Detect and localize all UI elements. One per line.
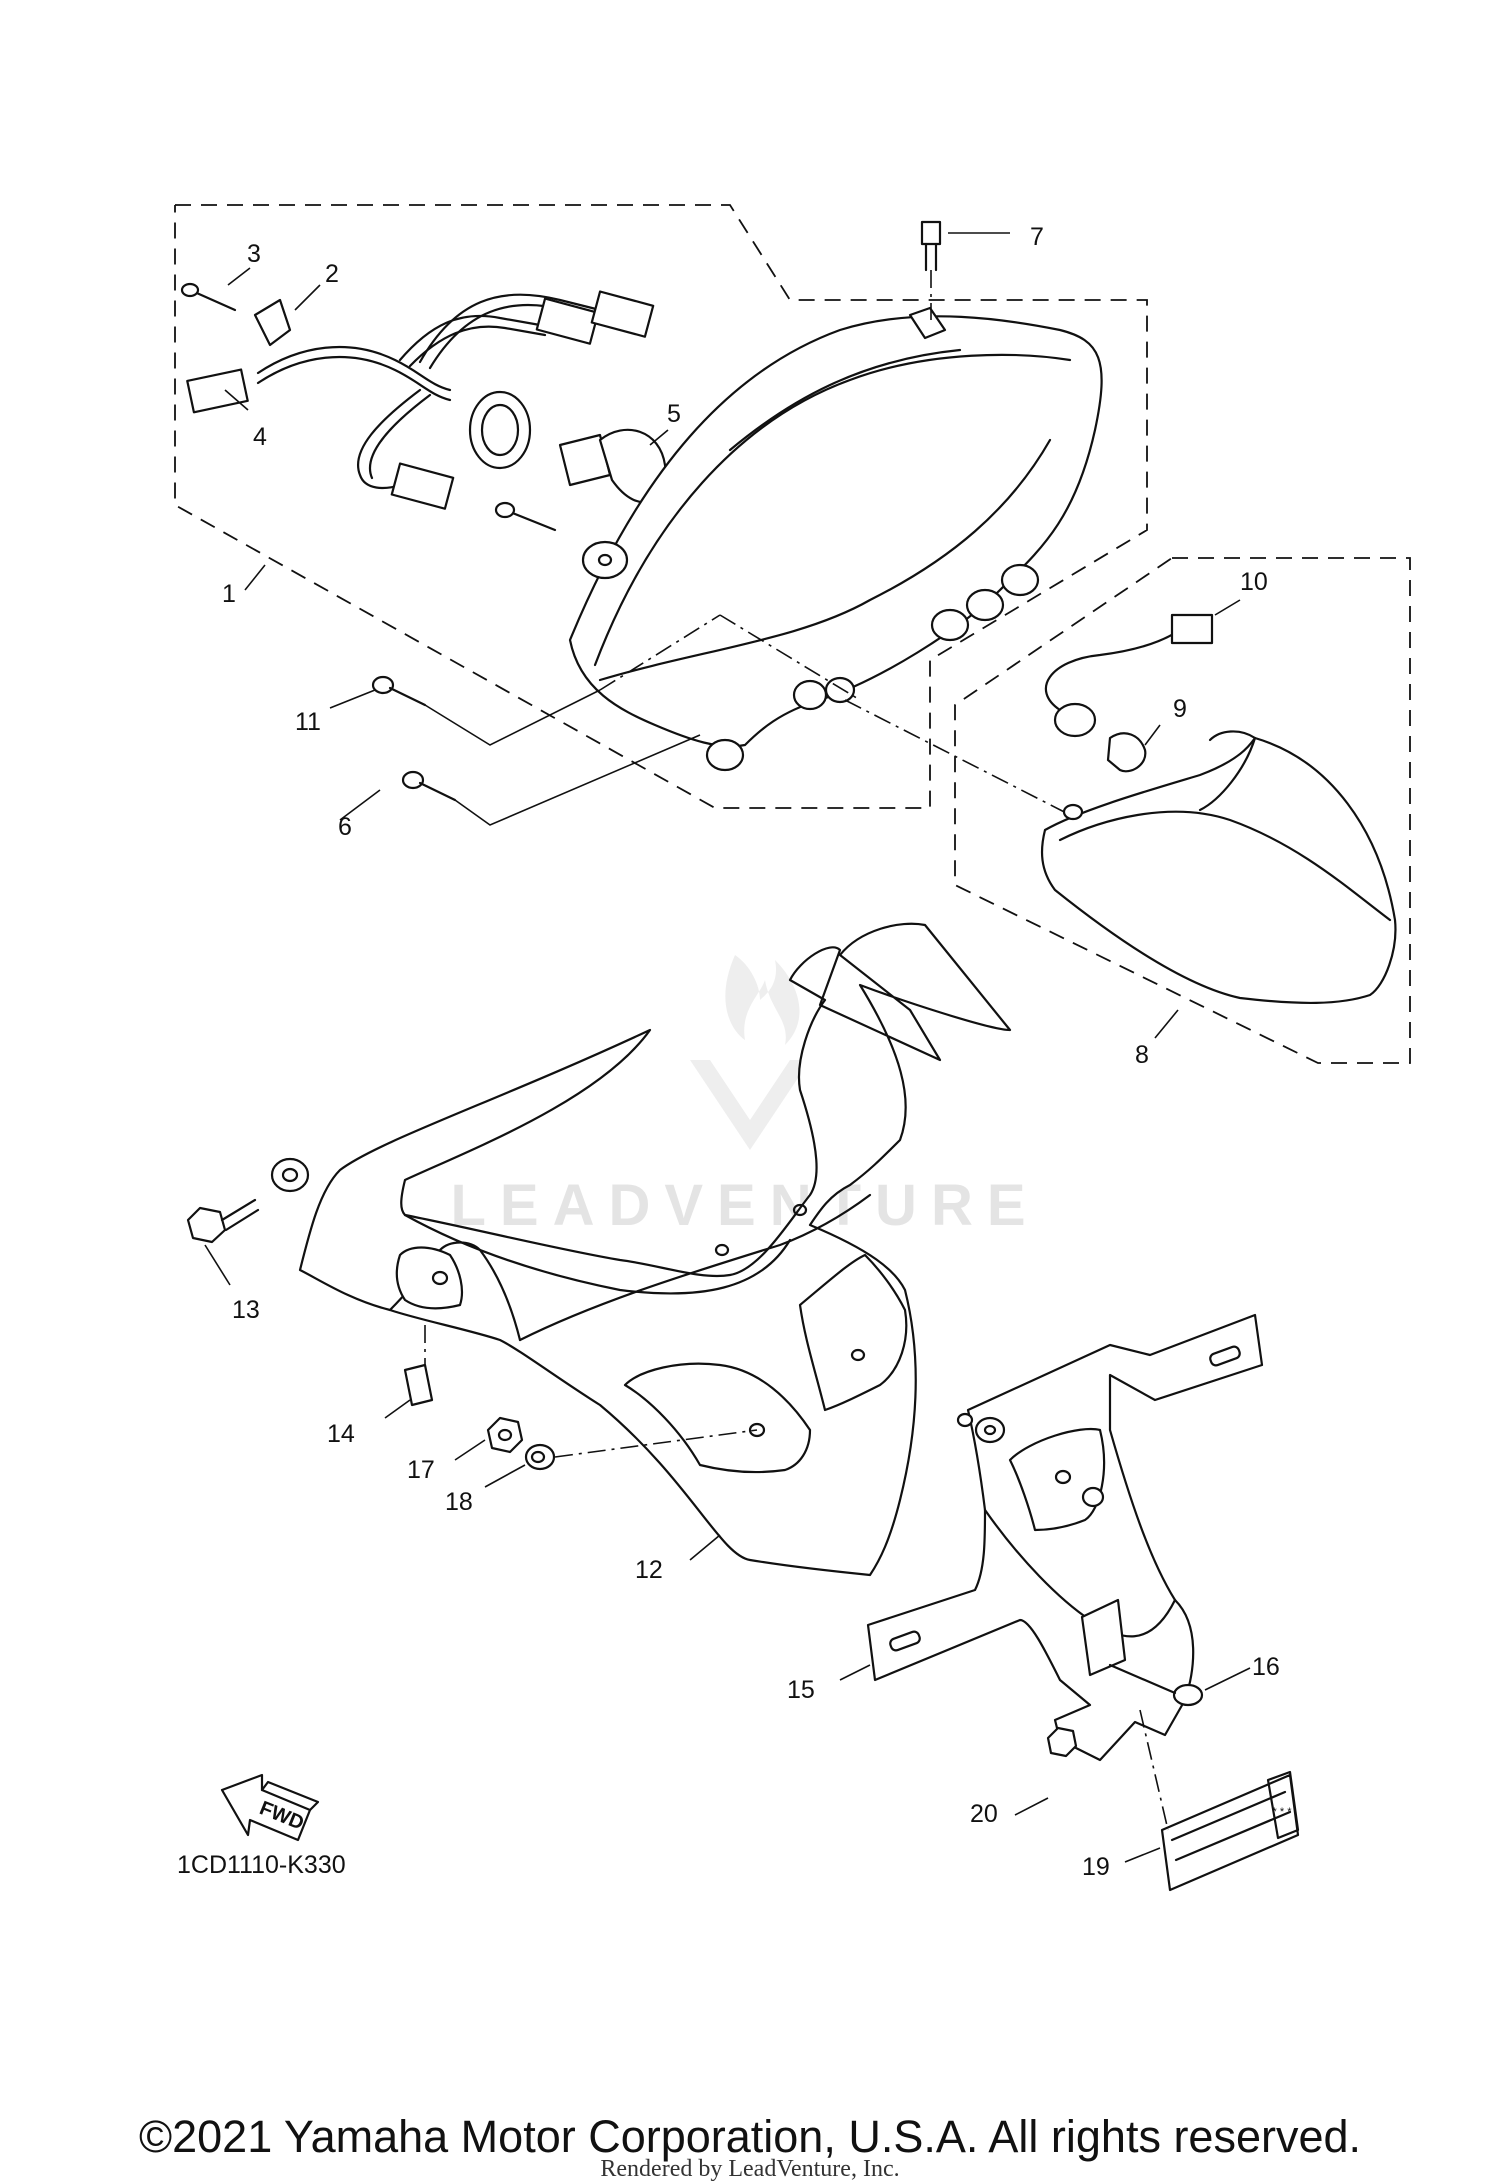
- callout-15: 15: [787, 1676, 815, 1704]
- reflector-part-19: * * *: [1139, 1709, 1300, 1892]
- callout-6: 6: [338, 813, 352, 841]
- callout-leaders: [204, 232, 1251, 1863]
- copyright-text: ©2021 Yamaha Motor Corporation, U.S.A. A…: [139, 2111, 1361, 2162]
- callout-8: 8: [1135, 1041, 1149, 1069]
- callout-2: 2: [325, 260, 339, 288]
- watermark-text: LEADVENTURE: [450, 1173, 1039, 1238]
- clip-part-14: [403, 1325, 434, 1407]
- screw-part-6: [401, 734, 701, 826]
- forward-arrow-icon: FWD: [220, 1773, 320, 1842]
- callout-20: 20: [970, 1800, 998, 1828]
- tail-light-housing: [568, 306, 1103, 772]
- callout-5: 5: [667, 400, 681, 428]
- callout-12: 12: [635, 1556, 663, 1584]
- wire-harness-part-4: [186, 290, 655, 510]
- nut-part-17: [486, 1416, 524, 1454]
- callout-1: 1: [222, 580, 236, 608]
- assembly-8-outline: [954, 557, 1411, 1064]
- centerline-2: [719, 614, 861, 701]
- bracket-screw: [956, 1412, 974, 1428]
- callout-3: 3: [247, 240, 261, 268]
- license-light-wire-part-10: [1044, 613, 1214, 738]
- callout-numbers: 1 2 3 4 5 6 7 8 9 10 11 12 13 14 15 16 1…: [222, 223, 1280, 1881]
- centerline-3: [844, 699, 1081, 821]
- callout-11: 11: [295, 708, 321, 736]
- callout-4: 4: [253, 423, 267, 451]
- collar-part-18: [524, 1429, 758, 1471]
- bulb-part-5: [468, 390, 667, 504]
- callout-10: 10: [1240, 568, 1268, 596]
- bolt-part-7: [920, 220, 942, 320]
- license-bracket-part-15: [866, 1313, 1264, 1762]
- rear-cover-part-12: [270, 922, 1012, 1577]
- centerline-1: [599, 614, 721, 691]
- callout-7: 7: [1030, 223, 1044, 251]
- clamp-part-2: [253, 298, 292, 347]
- diagram-part-code: 1CD1110-K330: [177, 1851, 346, 1879]
- bolt-part-13: [186, 1198, 260, 1244]
- callout-14: 14: [327, 1420, 355, 1448]
- callout-18: 18: [445, 1488, 473, 1516]
- callout-13: 13: [232, 1296, 260, 1324]
- callout-19: 19: [1082, 1853, 1110, 1881]
- bulb-part-9: [1106, 732, 1147, 773]
- assembly-1-outline: [174, 204, 1148, 809]
- license-light-lens: [1040, 730, 1397, 1004]
- callout-17: 17: [407, 1456, 435, 1484]
- housing-screw: [494, 501, 557, 532]
- screw-part-3: [180, 282, 237, 312]
- bolt-part-16: [1108, 1663, 1204, 1707]
- callout-9: 9: [1173, 695, 1187, 723]
- nut-part-20: [1046, 1726, 1078, 1758]
- leadventure-watermark: LEADVENTURE: [450, 955, 1039, 1238]
- callout-16: 16: [1252, 1653, 1280, 1681]
- screw-part-11: [371, 675, 601, 746]
- rendered-by-text: Rendered by LeadVenture, Inc.: [600, 2156, 899, 2182]
- svg-text:* * *: * * *: [1273, 1806, 1293, 1818]
